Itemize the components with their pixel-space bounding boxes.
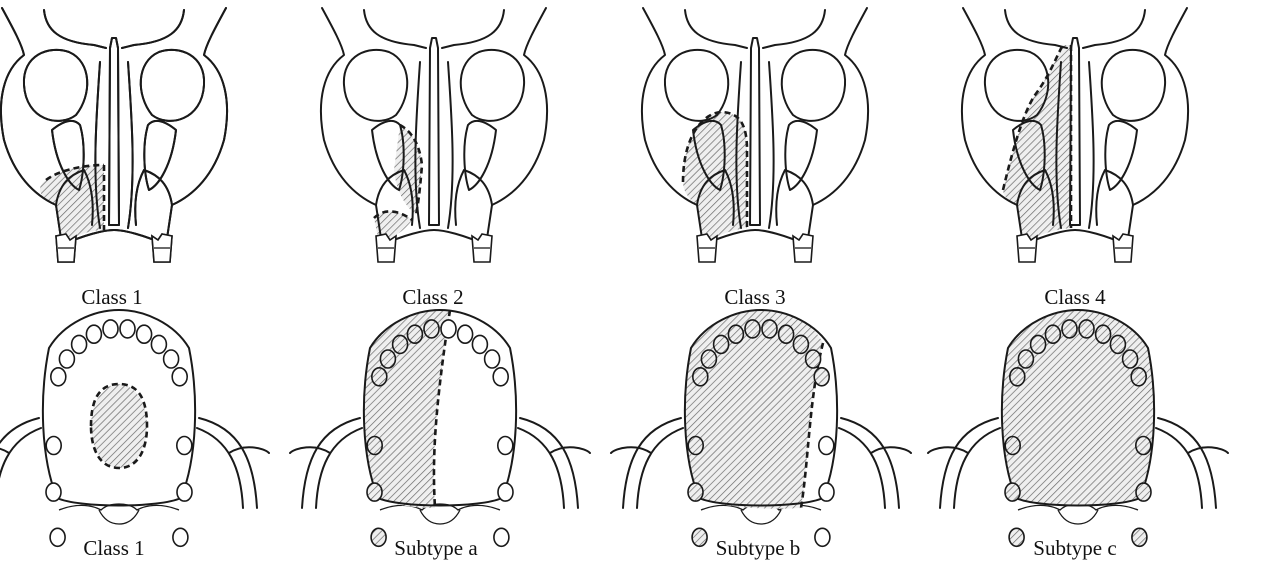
tooth [1136,483,1151,501]
tooth [441,320,456,338]
skull-class-4 [962,8,1188,262]
tooth [1005,437,1020,455]
tooth [1123,350,1138,368]
caption-top-class-2: Class 2 [333,285,533,309]
tooth [367,483,382,501]
tooth [393,335,408,353]
tooth [103,320,118,338]
caption-bottom-class-1: Class 1 [14,536,214,560]
tooth [693,368,708,386]
tooth [688,483,703,501]
tooth [806,350,821,368]
tooth [728,325,743,343]
tooth [86,325,101,343]
tooth [177,437,192,455]
tooth [1110,335,1125,353]
palate-class-1 [0,310,269,524]
tooth [485,350,500,368]
tooth [1018,350,1033,368]
tooth [372,368,387,386]
tooth [688,437,703,455]
tooth [1136,437,1151,455]
tooth [714,335,729,353]
caption-top-class-1: Class 1 [12,285,212,309]
tooth [1045,325,1060,343]
tooth [407,325,422,343]
tooth [701,350,716,368]
tooth [380,350,395,368]
palate-subtype-c [928,310,1228,524]
tooth [472,335,487,353]
tooth [498,437,513,455]
tooth [172,368,187,386]
tooth [1010,368,1025,386]
tooth [1079,320,1094,338]
caption-bottom-subtype-a: Subtype a [336,536,536,560]
tooth [779,325,794,343]
tooth [51,368,66,386]
caption-bottom-subtype-b: Subtype b [658,536,858,560]
tooth [762,320,777,338]
skull-class-3 [642,8,868,262]
tooth [745,320,760,338]
tooth [177,483,192,501]
palate-subtype-a [290,310,590,524]
tooth [59,350,74,368]
tooth [793,335,808,353]
skull-class-1 [1,8,227,262]
tooth [72,335,87,353]
tooth [1062,320,1077,338]
tooth [493,368,508,386]
tooth [367,437,382,455]
tooth [1131,368,1146,386]
tooth [151,335,166,353]
tooth [1005,483,1020,501]
caption-top-class-4: Class 4 [975,285,1175,309]
skull-class-2 [321,8,547,262]
tooth [46,437,61,455]
tooth [819,483,834,501]
caption-bottom-subtype-c: Subtype c [975,536,1175,560]
caption-top-class-3: Class 3 [655,285,855,309]
tooth [1096,325,1111,343]
tooth [498,483,513,501]
tooth [46,483,61,501]
palate-subtype-b [611,310,911,524]
tooth [814,368,829,386]
tooth [120,320,135,338]
tooth [1031,335,1046,353]
tooth [164,350,179,368]
tooth [424,320,439,338]
tooth [137,325,152,343]
tooth [819,437,834,455]
tooth [458,325,473,343]
